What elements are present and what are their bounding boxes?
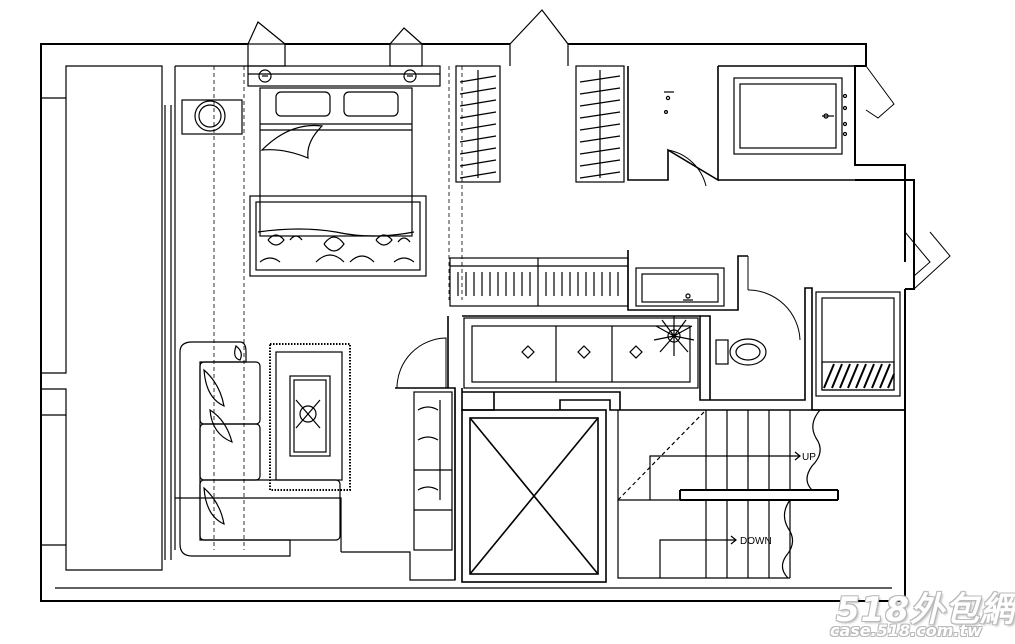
shower-stall	[815, 291, 901, 397]
double-bed	[249, 87, 427, 277]
bathroom-top	[663, 77, 848, 155]
stairs-down-label: DOWN	[740, 536, 772, 547]
sofa	[179, 341, 341, 557]
wardrobe-left	[455, 65, 501, 183]
shoe-cabinet	[413, 391, 453, 551]
interior-walls	[395, 65, 905, 580]
coffee-table	[269, 343, 351, 491]
outer-walls	[40, 43, 915, 602]
toilet	[715, 338, 767, 366]
curtain-tracks	[213, 66, 463, 550]
potted-plant	[653, 316, 695, 356]
left-balcony	[41, 65, 172, 571]
round-table	[181, 99, 243, 135]
stairs-up-label: UP	[802, 452, 816, 463]
walk-in-closet	[449, 257, 629, 307]
watermark-brand: 518外包網	[836, 590, 1015, 630]
wardrobe-right	[575, 65, 625, 183]
sink-counter	[635, 267, 725, 307]
watermark-site: case.518.com.tw	[830, 621, 982, 640]
elevator	[461, 409, 607, 583]
doors	[396, 65, 951, 389]
vanity-counter	[463, 317, 699, 389]
staircase	[617, 409, 839, 579]
top-windows	[247, 9, 569, 87]
